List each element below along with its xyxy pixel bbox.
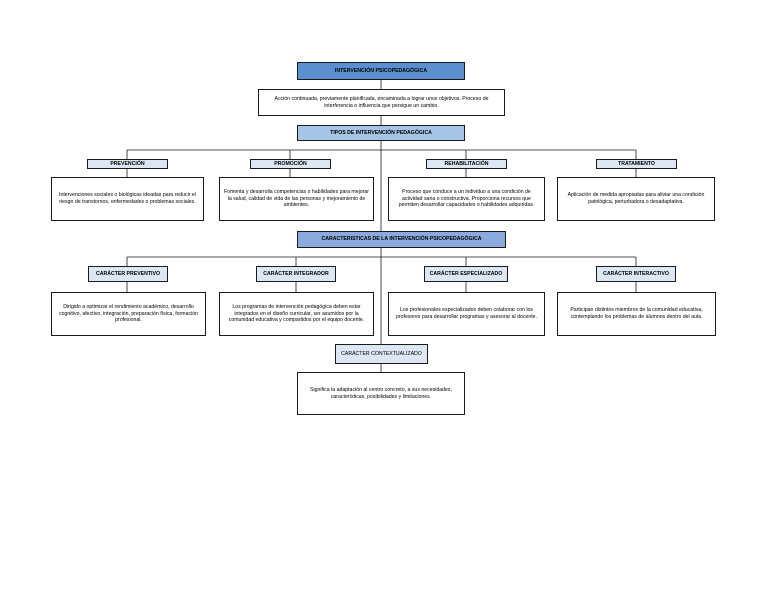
char-label-preventivo: CARÁCTER PREVENTIVO [88, 266, 168, 282]
type-label-prevencion: PREVENCIÓN [87, 159, 168, 169]
char-desc-especializado: Los profesionales especializados deben c… [388, 292, 545, 336]
char-label-especializado: CARÁCTER ESPECIALIZADO [424, 266, 508, 282]
char-desc-contextualizado: Significa la adaptación al centro concre… [297, 372, 465, 415]
types-title: TIPOS DE INTERVENCIÓN PEDAGÓGICA [297, 125, 465, 141]
char-desc-preventivo: Dirigido a optimizar el rendimiento acad… [51, 292, 206, 336]
char-label-integrador: CARÁCTER INTEGRADOR [256, 266, 336, 282]
char-label-contextualizado: CARÁCTER CONTEXTUALIZADO [335, 344, 428, 364]
type-label-promocion: PROMOCIÓN [250, 159, 331, 169]
type-label-rehabilitacion: REHABILITACIÓN [426, 159, 507, 169]
main-title: INTERVENCIÓN PSICOPEDAGÓGICA [297, 62, 465, 80]
char-desc-integrador: Los programas de intervención pedagógica… [219, 292, 374, 336]
characteristics-title: CARACTERISTICAS DE LA INTERVENCIÓN PSICO… [297, 231, 506, 248]
main-definition: Acción continuada, previamente planifica… [258, 89, 505, 116]
char-desc-interactivo: Participan distintos miembros de la comu… [557, 292, 716, 336]
char-label-interactivo: CARÁCTER INTERACTIVO [596, 266, 676, 282]
type-desc-rehabilitacion: Proceso que conduce a un individuo a una… [388, 177, 545, 221]
type-desc-tratamiento: Aplicación de medida apropiadas para ali… [557, 177, 715, 221]
type-desc-promocion: Fomenta y desarrolla competencias o habi… [219, 177, 374, 221]
type-label-tratamiento: TRATAMIENTO [596, 159, 677, 169]
type-desc-prevencion: Intervenciones sociales o biológicas ide… [51, 177, 204, 221]
